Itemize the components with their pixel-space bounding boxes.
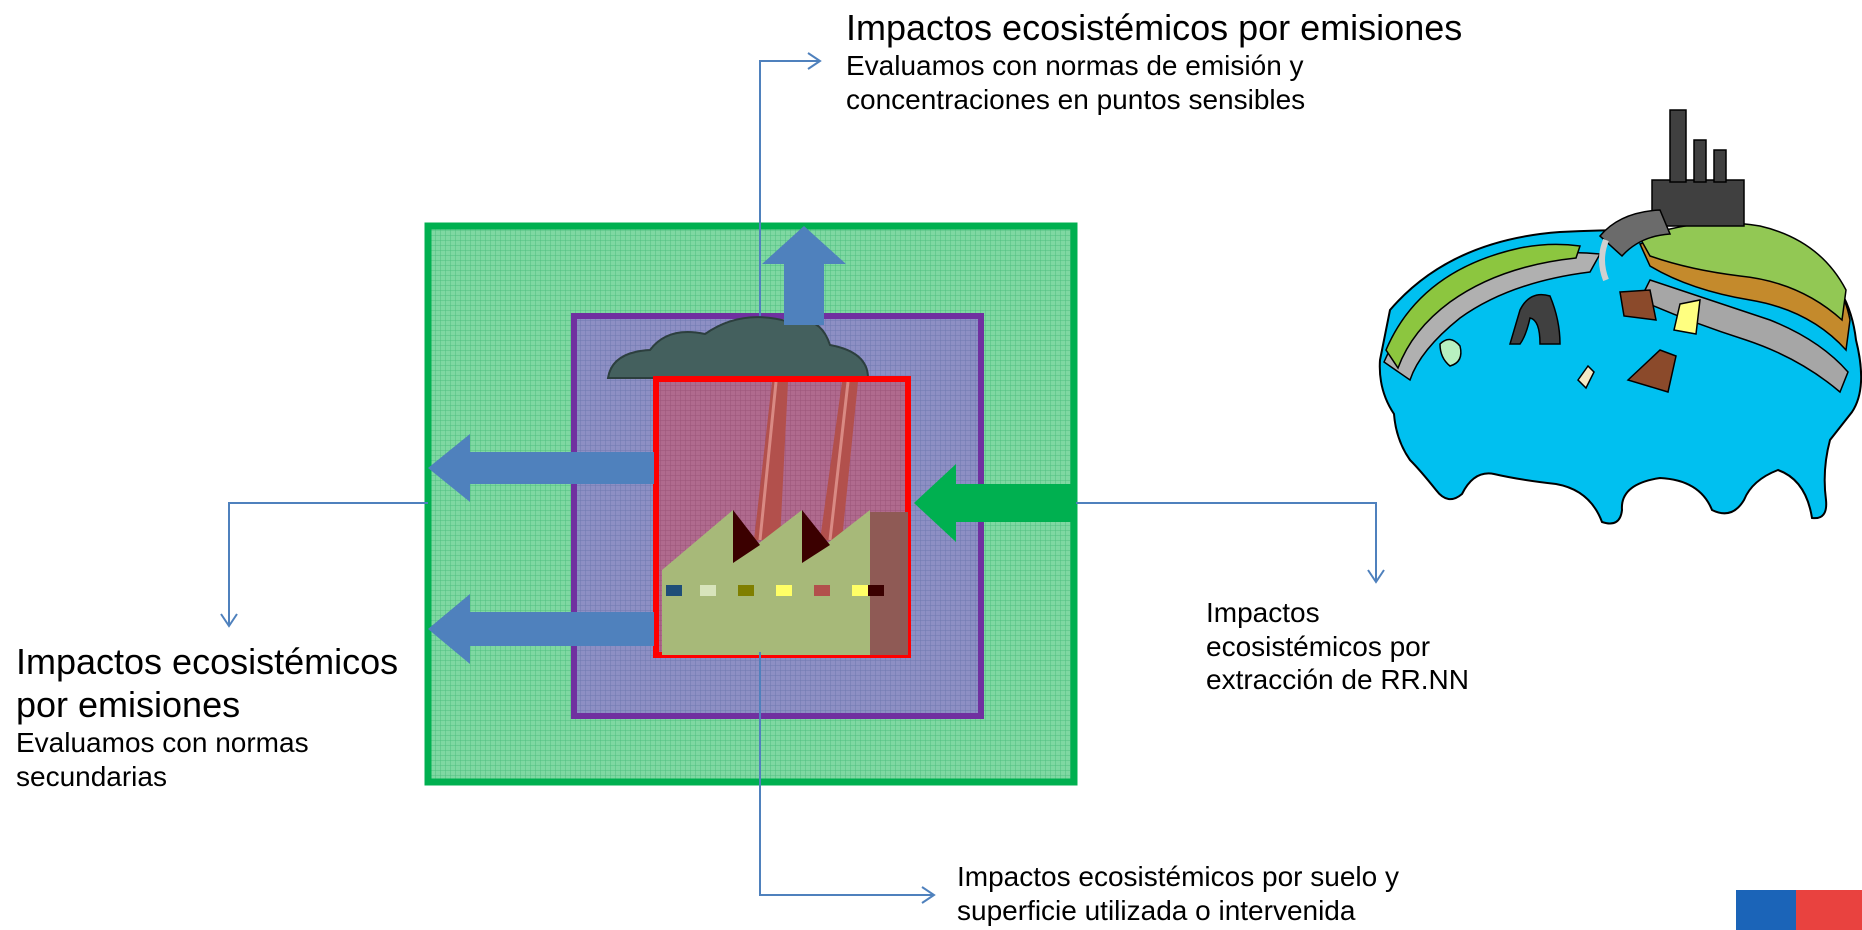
top-impact-line-1: Evaluamos con normas de emisión y — [846, 50, 1304, 82]
connector-top — [759, 52, 822, 316]
bottom-impact-line-1: Impactos ecosistémicos por suelo y — [957, 861, 1399, 892]
emission-arrow-left-top — [428, 434, 654, 502]
top-impact-line-2: concentraciones en puntos sensibles — [846, 83, 1306, 115]
connector-lines — [220, 52, 1385, 904]
emission-arrow-left-bottom — [428, 594, 654, 664]
extraction-arrow — [914, 464, 1074, 542]
right-impact-line-3: extracción de RR.NN — [1206, 664, 1469, 696]
flag-bar-red — [1796, 890, 1862, 930]
right-impact-label: Impactos ecosistémicos por extracción de… — [1206, 596, 1469, 697]
emission-arrow-up — [762, 226, 846, 325]
bottom-impact-line-2: superficie utilizada o intervenida — [957, 894, 1356, 926]
connector-left — [220, 502, 428, 628]
bottom-impact-label: Impactos ecosistémicos por suelo y super… — [957, 860, 1399, 927]
right-impact-line-2: ecosistémicos por — [1206, 630, 1431, 662]
left-impact-title-1: Impactos ecosistémicos — [16, 641, 399, 682]
factory-icon — [662, 381, 908, 655]
flag-bar-blue — [1736, 890, 1796, 930]
connector-bottom — [759, 652, 936, 904]
top-impact-title: Impactos ecosistémicos por emisiones — [846, 7, 1463, 48]
top-impact-label: Impactos ecosistémicos por emisiones Eva… — [846, 6, 1462, 116]
left-impact-line-2: secundarias — [16, 760, 167, 792]
polluted-lake-illustration — [1378, 109, 1862, 525]
smoke-cloud — [606, 316, 870, 379]
right-impact-line-1: Impactos — [1206, 597, 1320, 628]
left-impact-title-2: por emisiones — [16, 684, 241, 726]
left-impact-label: Impactos ecosistémicos por emisiones Eva… — [16, 640, 398, 794]
left-impact-line-1: Evaluamos con normas — [16, 727, 309, 759]
connector-right — [1076, 502, 1385, 584]
